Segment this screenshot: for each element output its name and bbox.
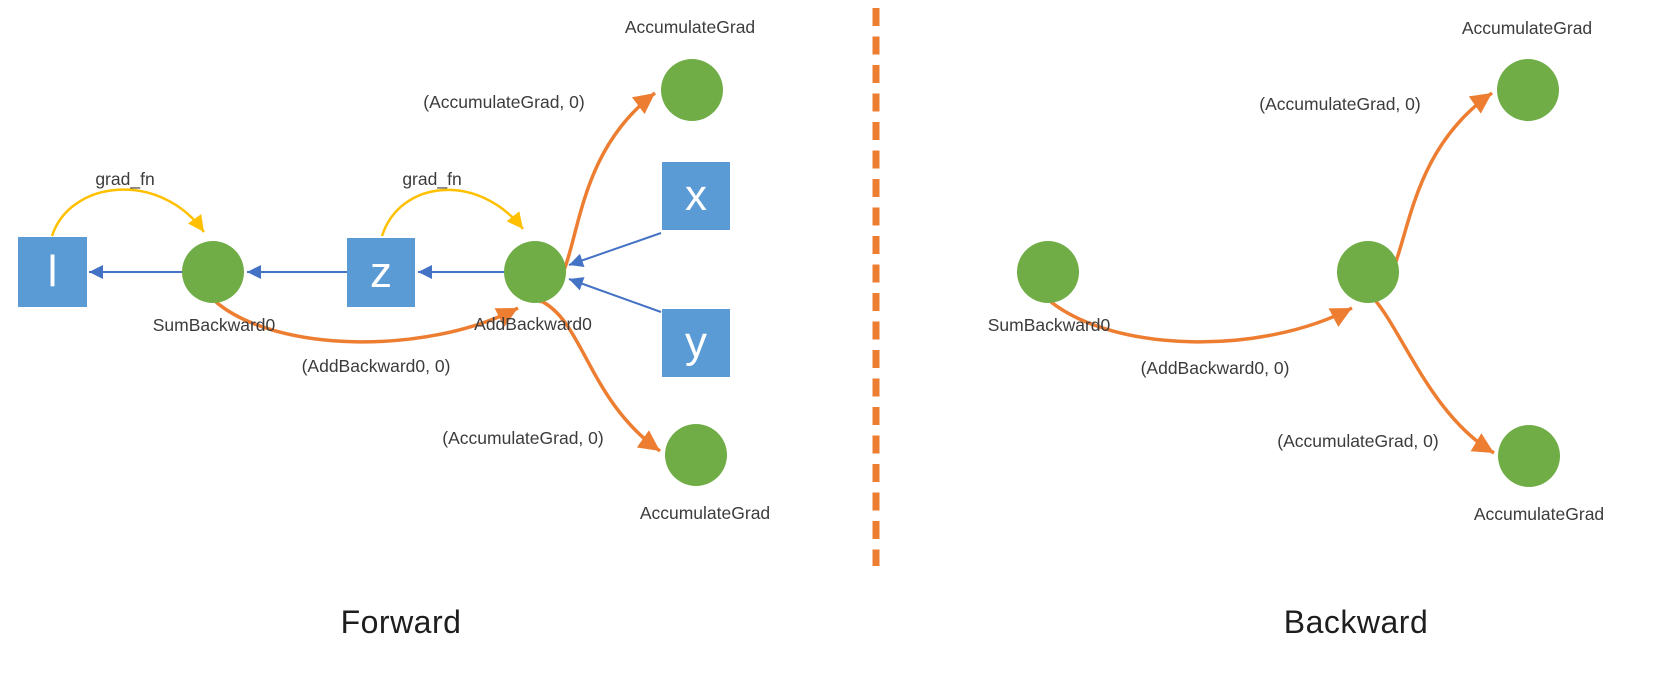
edge-forward-x-to-add	[568, 232, 662, 268]
label-sumbackward-forward: SumBackward0	[152, 315, 276, 335]
panel-title-forward: Forward	[340, 604, 462, 640]
tensor-node-x: x	[662, 162, 730, 230]
edge-label-next-accumulate-bottom-forward: (AccumulateGrad, 0)	[442, 428, 604, 448]
grad-fn-node-addbackward-forward	[504, 241, 566, 303]
edge-label-next-accumulate-top-forward: (AccumulateGrad, 0)	[423, 92, 585, 112]
grad-fn-node-accumulategrad-bottom-forward	[665, 424, 727, 486]
edge-label-next-add-forward: (AddBackward0, 0)	[301, 356, 451, 376]
edge-forward-add-to-accumulate-bottom	[540, 299, 662, 453]
tensor-node-l: l	[18, 237, 87, 307]
edge-grad-fn-z-to-add	[380, 188, 524, 237]
tensor-node-y: y	[662, 309, 730, 377]
panel-title-backward: Backward	[1283, 604, 1429, 640]
edge-label-grad-fn-z: grad_fn	[402, 169, 462, 189]
grad-fn-node-sumbackward-backward	[1017, 241, 1079, 303]
edge-forward-sum-to-add-next	[214, 300, 519, 344]
edge-label-next-accumulate-top-backward: (AccumulateGrad, 0)	[1259, 94, 1421, 114]
edge-backward-sum-to-add-next	[1049, 300, 1353, 344]
tensor-node-z: z	[347, 238, 415, 307]
edge-label-next-accumulate-bottom-backward: (AccumulateGrad, 0)	[1277, 431, 1439, 451]
label-accumulategrad-bottom-backward: AccumulateGrad	[1473, 504, 1605, 524]
label-addbackward-forward: AddBackward0	[474, 314, 592, 334]
grad-fn-node-sumbackward-forward	[182, 241, 244, 303]
grad-fn-node-accumulategrad-bottom-backward	[1498, 425, 1560, 487]
label-accumulategrad-top-forward: AccumulateGrad	[624, 17, 756, 37]
grad-fn-node-accumulategrad-top-forward	[661, 59, 723, 121]
edge-grad-fn-l-to-sum	[50, 188, 206, 237]
grad-fn-node-accumulategrad-top-backward	[1497, 59, 1559, 121]
label-sumbackward-backward: SumBackward0	[987, 315, 1111, 335]
edge-forward-y-to-add	[568, 277, 662, 313]
edge-label-next-add-backward: (AddBackward0, 0)	[1140, 358, 1290, 378]
edge-backward-add-to-accumulate-bottom	[1373, 298, 1495, 455]
edge-label-grad-fn-l: grad_fn	[95, 169, 155, 189]
label-accumulategrad-bottom-forward: AccumulateGrad	[639, 503, 771, 523]
grad-fn-node-addbackward-backward	[1337, 241, 1399, 303]
label-accumulategrad-top-backward: AccumulateGrad	[1461, 18, 1593, 38]
